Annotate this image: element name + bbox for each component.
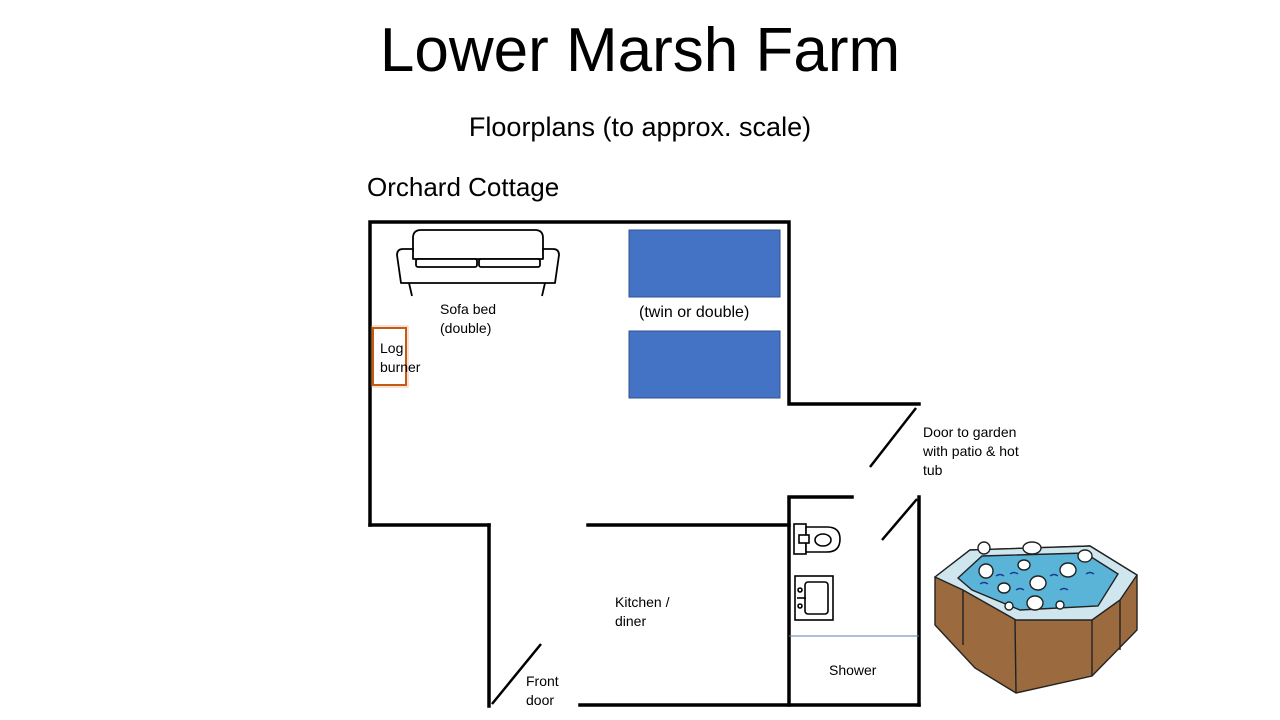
cottage-name: Orchard Cottage <box>367 172 560 202</box>
log-burner-glow <box>370 325 409 388</box>
bathroom-door <box>881 498 918 541</box>
garden-door <box>869 407 917 468</box>
shower-label: Shower <box>829 662 877 678</box>
log-burner <box>372 327 407 386</box>
toilet-icon <box>793 523 841 555</box>
kitchen-label: Kitchen / diner <box>615 594 670 629</box>
wall-main-room <box>368 220 921 527</box>
beds-label: (twin or double) <box>639 304 750 321</box>
bed-bottom <box>628 330 781 399</box>
page-title: Lower Marsh Farm <box>379 16 901 85</box>
bed-top <box>628 229 781 298</box>
front-door-label: Front door <box>526 673 559 708</box>
sink-icon <box>794 575 834 621</box>
walls <box>368 220 921 708</box>
front-door <box>491 643 542 705</box>
hot-tub-icon <box>933 541 1138 694</box>
garden-door-label: Door to garden with patio & hot tub <box>923 424 1019 478</box>
page-subtitle: Floorplans (to approx. scale) <box>468 112 812 142</box>
sofa-bed-label: Sofa bed (double) <box>440 301 497 336</box>
sofa-icon <box>396 229 560 297</box>
log-burner-label: Log burner <box>380 340 421 375</box>
